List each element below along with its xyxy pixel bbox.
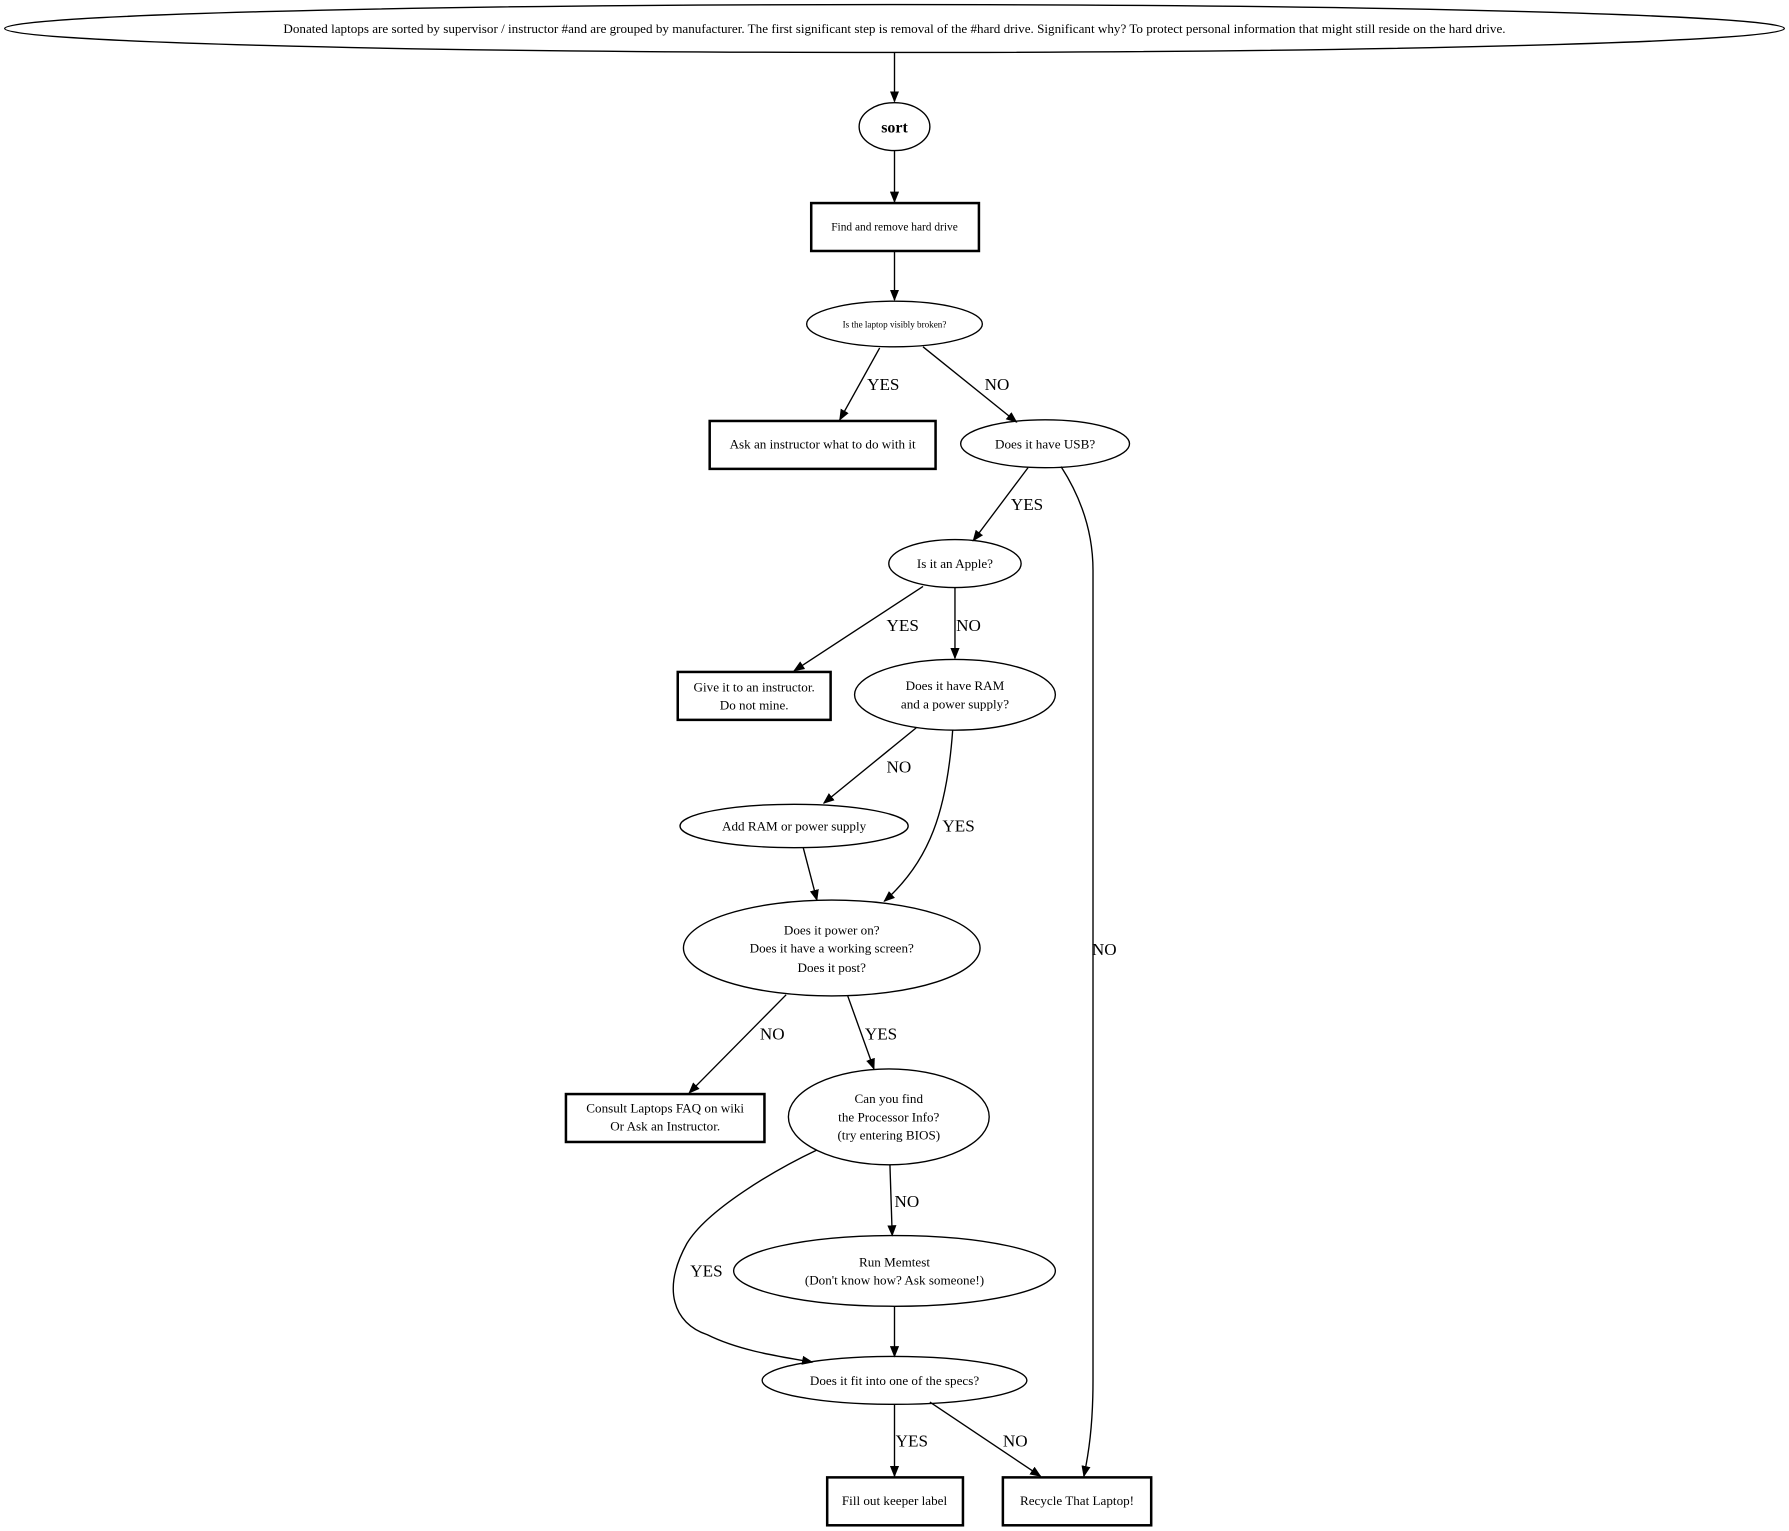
svg-text:Does it fit into one of the sp: Does it fit into one of the specs? [810,1373,979,1388]
node-processor-info: Can you find the Processor Info? (try en… [787,1068,990,1166]
edge-proc-yes [672,1149,818,1365]
svg-text:Add RAM or power supply: Add RAM or power supply [722,819,867,834]
svg-text:(Don't know how? Ask someone!: (Don't know how? Ask someone!) [805,1273,984,1288]
edge-label: YES [887,616,919,635]
node-add-ram: Add RAM or power supply [679,803,909,849]
svg-text:Does it post?: Does it post? [798,960,867,975]
svg-text:the Processor Info?: the Processor Info? [838,1109,939,1124]
edge-broken-yes [839,347,881,421]
edge-usb-yes [972,467,1029,542]
node-keeper-label: Fill out keeper label [825,1476,965,1527]
edge-label: NO [887,757,912,776]
edge-usb-no [1060,466,1094,1478]
edge-label: NO [956,616,981,635]
svg-text:Ask an instructor what to do w: Ask an instructor what to do with it [730,436,916,451]
svg-text:(try entering BIOS): (try entering BIOS) [837,1128,940,1143]
node-memtest: Run Memtest (Don't know how? Ask someone… [732,1234,1057,1307]
svg-text:Run Memtest: Run Memtest [859,1254,930,1269]
node-give-instructor: Give it to an instructor. Do not mine. [676,670,832,722]
edge-specs-no [929,1401,1042,1477]
node-visibly-broken: Is the laptop visibly broken? [805,300,984,348]
edge-label: YES [690,1262,722,1281]
svg-text:Consult Laptops FAQ on wiki: Consult Laptops FAQ on wiki [586,1100,744,1115]
svg-text:Can you find: Can you find [855,1091,924,1106]
svg-text:Recycle That Laptop!: Recycle That Laptop! [1020,1493,1134,1508]
svg-text:Is it an Apple?: Is it an Apple? [917,556,993,571]
edge-proc-no [887,1164,897,1237]
svg-text:Does it have RAM: Does it have RAM [906,678,1005,693]
edge-labels: YES NO YES NO YES NO NO YES NO YES NO YE… [690,375,1116,1450]
edge-broken-no [922,346,1018,423]
edge-label: NO [1003,1432,1028,1451]
svg-text:Is the laptop visibly broken?: Is the laptop visibly broken? [843,319,947,329]
node-ram-power: Does it have RAM and a power supply? [853,658,1057,731]
svg-text:sort: sort [881,119,908,136]
svg-text:Does it power on?: Does it power on? [784,922,880,937]
edge-label: YES [896,1432,928,1451]
node-find-hard-drive: Find and remove hard drive [809,201,981,253]
edge-ram-no [822,727,917,804]
edge-label: YES [867,375,899,394]
node-sort: sort [858,101,931,152]
edge-label: NO [760,1024,785,1043]
svg-text:Find and remove hard drive: Find and remove hard drive [831,221,958,233]
edge-apple-yes [793,585,924,672]
edge-label: YES [865,1024,897,1043]
svg-text:and a power supply?: and a power supply? [901,696,1009,711]
node-recycle: Recycle That Laptop! [1001,1476,1153,1527]
edge-label: NO [985,375,1010,394]
edges [672,52,1094,1478]
node-power-on: Does it power on? Does it have a working… [682,899,981,997]
svg-text:Fill out keeper label: Fill out keeper label [842,1493,948,1508]
edge-label: YES [942,817,974,836]
edge-label: NO [895,1192,920,1211]
edge-label: NO [1092,940,1117,959]
svg-text:Give it to an instructor.: Give it to an instructor. [694,679,815,694]
node-has-usb: Does it have USB? [959,419,1131,469]
svg-text:Or Ask an Instructor.: Or Ask an Instructor. [610,1119,720,1134]
svg-text:Does it have USB?: Does it have USB? [995,436,1095,451]
node-consult-faq: Consult Laptops FAQ on wiki Or Ask an In… [564,1092,766,1144]
edge-power-no [688,994,787,1094]
node-fit-specs: Does it fit into one of the specs? [761,1355,1028,1406]
edge-label: YES [1011,495,1043,514]
svg-text:Do not mine.: Do not mine. [720,698,789,713]
svg-text:Donated laptops are sorted by: Donated laptops are sorted by supervisor… [283,21,1505,36]
node-intro: Donated laptops are sorted by supervisor… [3,3,1786,54]
svg-text:Does it have a working screen?: Does it have a working screen? [750,941,914,956]
node-is-apple: Is it an Apple? [888,538,1022,589]
edge-ram-yes [883,730,954,903]
node-ask-instructor: Ask an instructor what to do with it [708,419,937,471]
edge-addram-power [802,847,819,902]
edge-power-yes [847,995,875,1071]
